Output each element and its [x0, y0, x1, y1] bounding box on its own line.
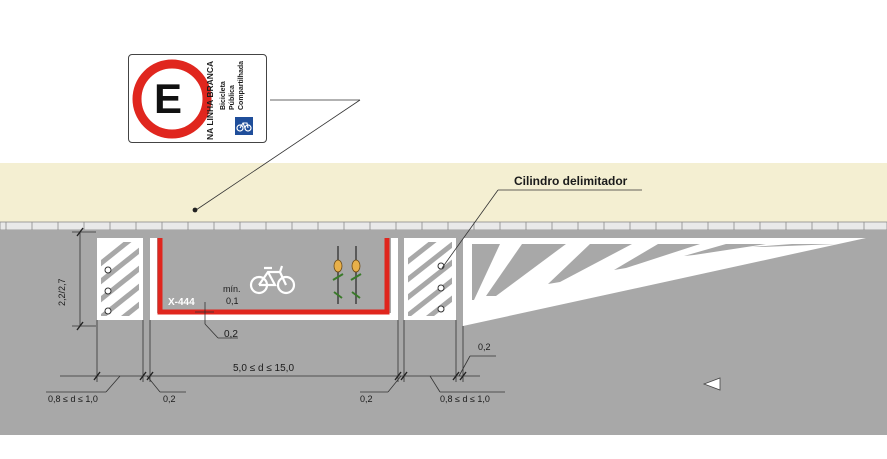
- dimension-lines: [46, 99, 642, 393]
- sign-letter: E: [154, 75, 183, 122]
- curb-ticks: [5, 222, 865, 230]
- min-value: 0,1: [226, 296, 239, 306]
- bicycle-marking-icon: [249, 265, 296, 295]
- bicycle-icon: [235, 117, 253, 135]
- right-buffer: [404, 238, 456, 320]
- no-parking-icon: [132, 59, 212, 139]
- left-buffer: [97, 238, 143, 320]
- cylinder-callout: Cilindro delimitador: [514, 174, 628, 188]
- station-code: X-444: [168, 297, 195, 308]
- left-offset-dimension: 0,2: [163, 394, 176, 404]
- regulatory-sign: E: [128, 54, 267, 143]
- line-width-label: 0,2: [224, 329, 238, 340]
- sign-rule-text: NA LINHA BRANCA: [205, 60, 215, 140]
- sign-line-3: Compartilhada: [238, 60, 245, 110]
- parked-bicycles-icon: [332, 246, 362, 304]
- dimension-ticks: [76, 227, 467, 381]
- station-length-dimension: 5,0 ≤ d ≤ 15,0: [233, 363, 295, 374]
- curb: [0, 221, 887, 231]
- direction-triangle-icon: [702, 377, 721, 391]
- right-gap-dimension: 0,8 ≤ d ≤ 1,0: [440, 394, 490, 404]
- sign-line-1: Bicicleta: [220, 81, 227, 110]
- sign-line-2: Pública: [229, 85, 236, 110]
- sidewalk: [0, 163, 887, 223]
- hatch-offset-dimension: 0,2: [478, 342, 491, 352]
- sign-post-marker: [192, 207, 198, 213]
- min-label: mín.: [223, 284, 241, 294]
- left-gap-dimension: 0,8 ≤ d ≤ 1,0: [48, 394, 98, 404]
- chevron-taper-marking: [463, 238, 866, 326]
- depth-dimension: 2,2/2,7: [57, 278, 67, 306]
- right-offset-dimension: 0,2: [360, 394, 373, 404]
